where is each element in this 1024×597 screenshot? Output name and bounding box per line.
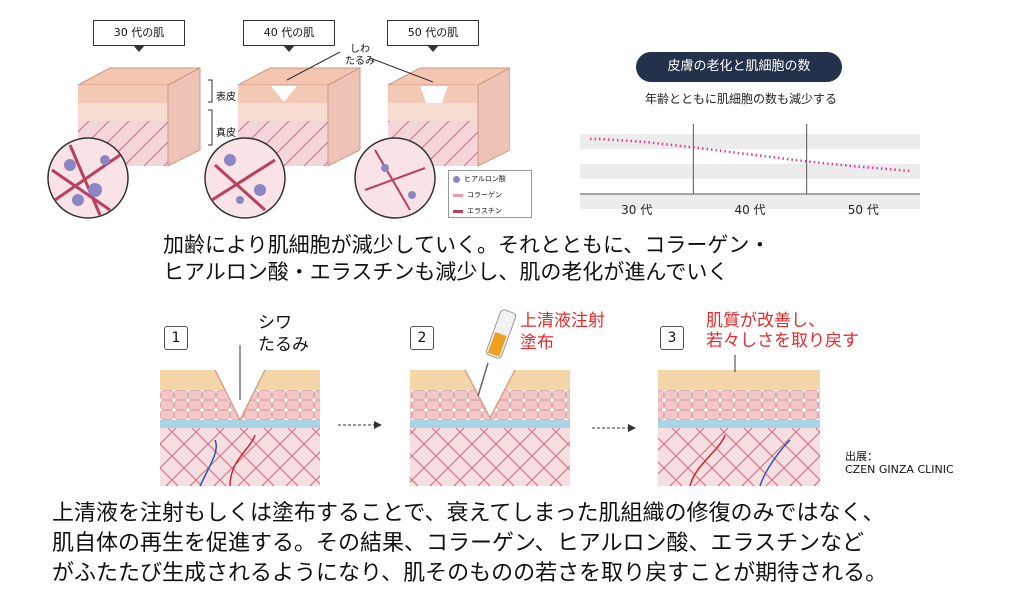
grid-band	[580, 149, 920, 164]
legend: ヒアルロン酸 コラーゲン エラスチン	[448, 170, 532, 218]
age30-label: 30 代の肌	[93, 20, 185, 52]
elastin-swatch-icon	[453, 209, 463, 213]
treatment-steps-illustration	[160, 309, 820, 487]
source-name: CZEN GINZA CLINIC	[845, 463, 954, 476]
chart-title: 皮膚の老化と肌細胞の数	[636, 52, 842, 82]
conclusion-line2: 肌自体の再生を促進する。その結果、コラーゲン、ヒアルロン酸、エラスチンなど	[52, 531, 865, 556]
hyaluronic-swatch-icon	[453, 175, 460, 183]
legend-elastin: エラスチン	[453, 203, 527, 219]
chart-tick-labels: 30 代 40 代 50 代	[621, 203, 879, 217]
x-tick-label: 40 代	[734, 203, 765, 217]
age50-label: 50 代の肌	[387, 20, 479, 52]
conclusion-line3: がふたたび生成されるようになり、肌そのものの若さを取り戻すことが期待される。	[52, 561, 888, 586]
grid-band	[580, 134, 920, 149]
step3-label-line1: 肌質が改善し、	[706, 311, 825, 331]
x-tick-label: 50 代	[848, 203, 879, 217]
step3-label-line2: 若々しさを取り戻す	[706, 331, 859, 351]
legend-hyaluronic: ヒアルロン酸	[453, 171, 527, 187]
aging-caption-line1: 加齢により肌細胞が減少していく。それとともに、コラーゲン・	[163, 233, 771, 257]
age40-label: 40 代の肌	[243, 20, 335, 52]
syringe-icon	[477, 309, 517, 397]
step1-number: 1	[164, 326, 188, 350]
step1-label-line1: シワ	[258, 313, 292, 333]
zoom-circle-50s	[354, 137, 436, 219]
wrinkle-label: しわ たるみ	[345, 44, 375, 67]
legend-collagen: コラーゲン	[453, 187, 527, 203]
step2-label-line1: 上清液注射	[520, 311, 605, 331]
skin-block-40s	[237, 67, 361, 167]
chart-grid	[580, 134, 920, 209]
skin-block-30s	[77, 67, 201, 167]
grid-band	[580, 179, 920, 194]
step1-skin	[160, 369, 320, 487]
aging-caption-line2: ヒアルロン酸・エラスチンも減少し、肌の老化が進んでいく	[163, 260, 729, 284]
step3-number: 3	[660, 326, 684, 350]
arrow-1-icon	[338, 421, 382, 429]
conclusion-text: 上清液を注射もしくは塗布することで、衰えてしまった肌組織の修復のみではなく、 肌…	[52, 499, 1012, 589]
chart-dividers	[692, 124, 808, 194]
epidermis-label: 表皮	[216, 92, 236, 103]
collagen-swatch-icon	[453, 193, 463, 197]
zoom-circle-30s	[47, 137, 129, 219]
step3-skin	[658, 370, 820, 487]
zoom-circle-40s	[204, 137, 286, 219]
dermis-label: 真皮	[216, 128, 236, 139]
grid-band	[580, 194, 920, 209]
x-tick-label: 30 代	[621, 203, 652, 217]
skin-aging-illustration	[47, 51, 510, 219]
conclusion-line1: 上清液を注射もしくは塗布することで、衰えてしまった肌組織の修復のみではなく、	[52, 501, 885, 526]
cell-count-chart: 30 代 40 代 50 代	[580, 124, 920, 217]
step2-label-line2: 塗布	[520, 333, 554, 353]
source-label: 出展：	[845, 450, 878, 463]
arrow-2-icon	[592, 424, 636, 432]
step1-label-line2: たるみ	[258, 335, 309, 355]
step2-number: 2	[410, 326, 434, 350]
grid-band	[580, 164, 920, 179]
step2-skin	[410, 369, 570, 486]
chart-subtitle: 年齢とともに肌細胞の数も減少する	[644, 92, 837, 106]
